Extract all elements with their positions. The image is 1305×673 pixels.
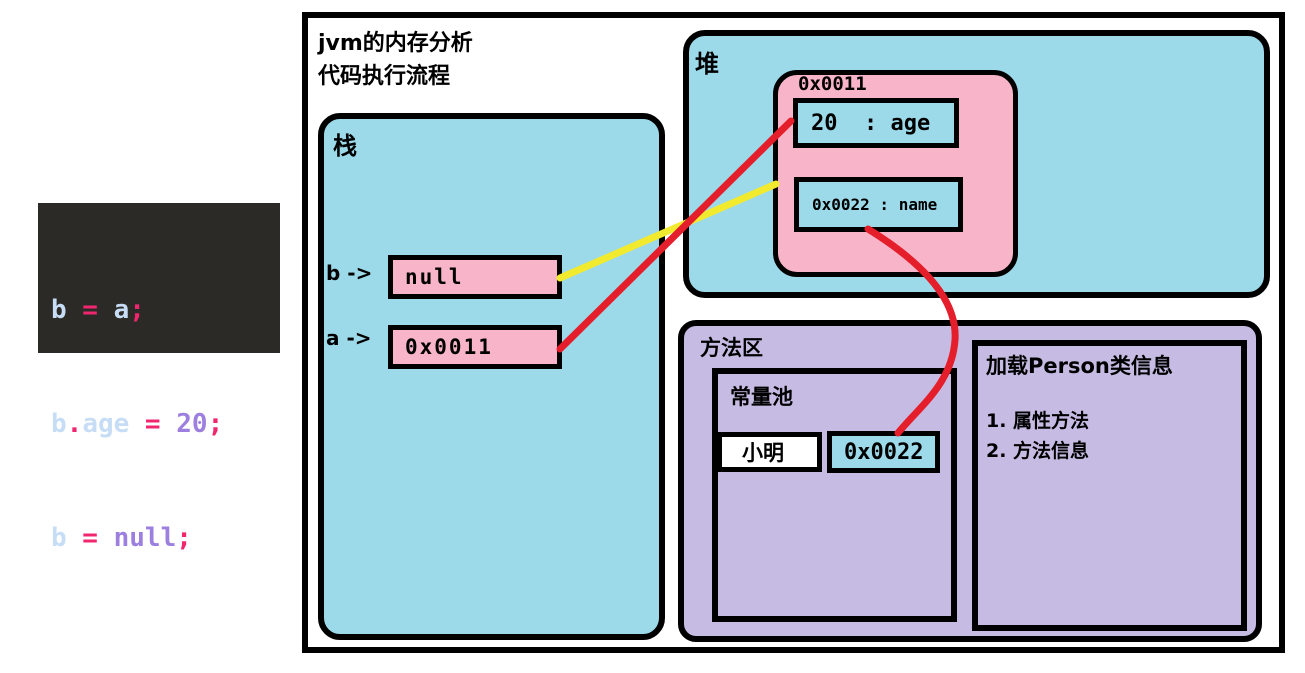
code-token: =: [66, 295, 114, 325]
constant-pool-address-cell: 0x0022: [827, 431, 940, 473]
heap-field-age-text: 20 : age: [811, 110, 931, 136]
stack-cell-b-value: null: [405, 265, 464, 289]
code-token: a: [113, 295, 130, 325]
code-line-3: b = null;: [51, 519, 280, 557]
code-token: ;: [207, 409, 224, 439]
diagram-title-line2: 代码执行流程: [318, 64, 451, 89]
class-info-item-1: 1. 属性方法: [986, 410, 1090, 432]
code-line-2: b.age = 20;: [51, 405, 280, 443]
constant-pool-box: [712, 368, 957, 622]
code-token: b: [51, 295, 67, 325]
code-token: =: [66, 523, 114, 553]
stack-cell-b: null: [388, 255, 562, 299]
code-line-1: b = a;: [51, 291, 280, 329]
constant-pool-name-cell: 小明: [717, 432, 822, 472]
class-info-box: [972, 340, 1247, 631]
code-token: b: [51, 409, 67, 439]
code-token: ;: [129, 295, 145, 325]
constant-pool-address-text: 0x0022: [844, 439, 924, 465]
class-info-title: 加载Person类信息: [986, 354, 1173, 378]
stack-cell-a-value: 0x0011: [405, 335, 493, 359]
stack-region-label: 栈: [333, 132, 357, 160]
heap-field-name: 0x0022 : name: [794, 177, 963, 232]
constant-pool-name-text: 小明: [742, 441, 784, 465]
stack-cell-a: 0x0011: [388, 325, 562, 369]
code-token: null: [113, 523, 177, 553]
code-token: 20: [176, 409, 208, 439]
code-token: b: [51, 523, 67, 553]
stack-region: [318, 113, 665, 640]
constant-pool-label: 常量池: [730, 385, 793, 409]
code-token: =: [129, 409, 177, 439]
heap-object-address: 0x0011: [798, 73, 867, 95]
class-info-item-2: 2. 方法信息: [986, 440, 1090, 462]
heap-field-age: 20 : age: [793, 98, 959, 148]
code-token: ;: [176, 523, 192, 553]
heap-region-label: 堆: [695, 50, 719, 78]
code-snippet-panel: b = a; b.age = 20; b = null;: [38, 203, 280, 553]
diagram-title: jvm的内存分析 代码执行流程: [318, 27, 473, 93]
heap-field-name-text: 0x0022 : name: [812, 195, 938, 214]
diagram-title-line1: jvm的内存分析: [318, 31, 473, 56]
stack-var-b-label: b ->: [326, 261, 373, 285]
code-token: .: [66, 409, 83, 439]
code-token: age: [82, 409, 130, 439]
method-area-label: 方法区: [700, 336, 763, 360]
stack-var-a-label: a ->: [326, 326, 372, 350]
